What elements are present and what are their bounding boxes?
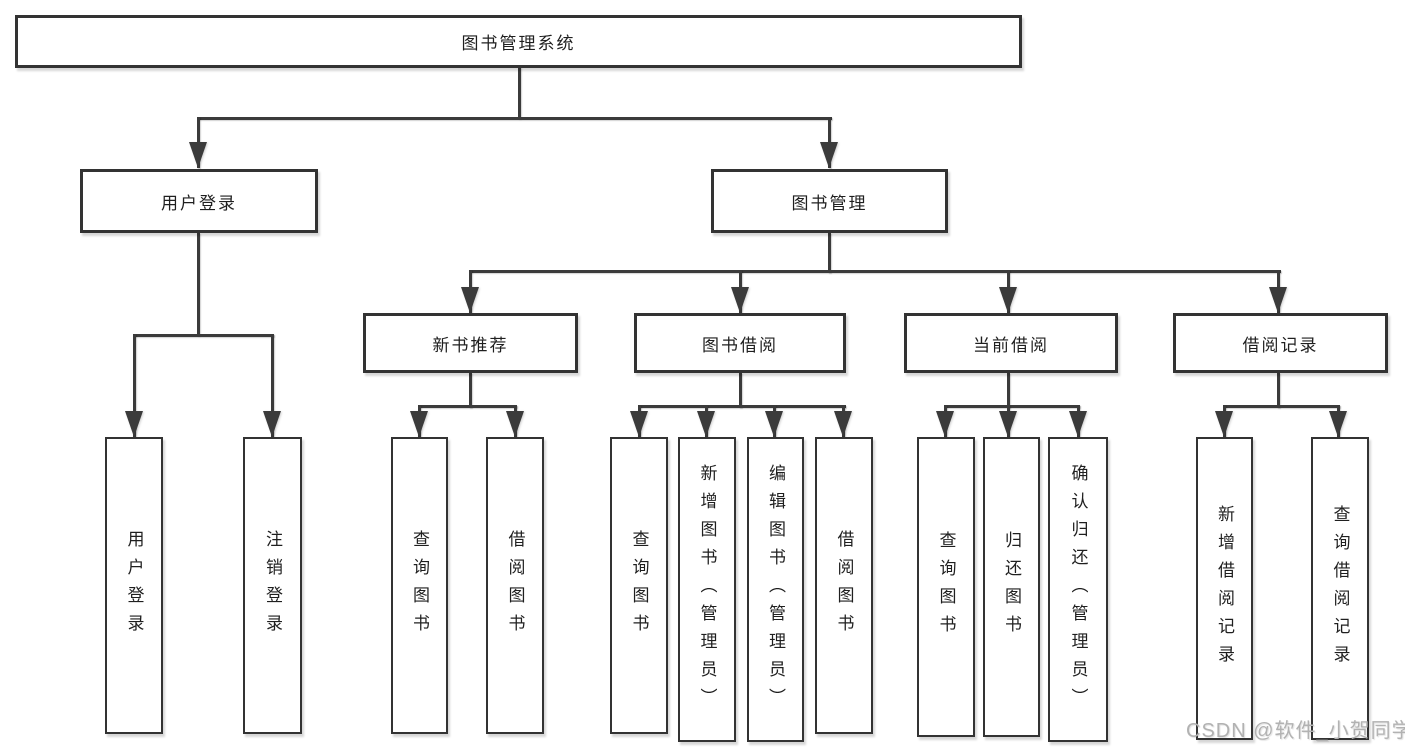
arrowhead-to-bor-query [630, 411, 648, 437]
leaf-current-confirm-return-admin: 确认归还（管理员） [1048, 437, 1108, 742]
arrowhead-to-rec-add-record [1215, 411, 1233, 437]
node-user-login-label: 用户登录 [161, 193, 237, 213]
leaf-current-confirm-return-admin-label: 确认归还（管理员） [1068, 463, 1088, 716]
connector-mgmt-split [469, 270, 1281, 273]
leaf-recommend-query-books-label: 查询图书 [410, 529, 429, 642]
leaf-borrow-borrow-books: 借阅图书 [815, 437, 873, 734]
arrowhead-to-bor-edit [765, 411, 783, 437]
arrowhead-to-bor-add [697, 411, 715, 437]
leaf-current-query-books-label: 查询图书 [936, 531, 956, 643]
arrowhead-to-leaf-user-login [125, 411, 143, 437]
connector-current-split [944, 405, 1080, 408]
node-new-book-recommend: 新书推荐 [363, 313, 578, 373]
arrowhead-to-recommend [461, 287, 479, 313]
node-system-root: 图书管理系统 [15, 15, 1022, 68]
connector-mgmt-stem [828, 233, 831, 273]
connector-recommend-stem [469, 373, 472, 408]
leaf-borrow-edit-books-admin: 编辑图书（管理员） [747, 437, 804, 742]
node-book-borrow: 图书借阅 [634, 313, 846, 373]
connector-to-leaf-user-login [133, 334, 136, 437]
leaf-recommend-borrow-books-label: 借阅图书 [505, 529, 525, 642]
node-borrow-records: 借阅记录 [1173, 313, 1388, 373]
node-book-mgmt: 图书管理 [711, 169, 948, 233]
node-current-borrow: 当前借阅 [904, 313, 1118, 373]
arrowhead-to-records [1269, 287, 1287, 313]
arrowhead-to-rec-borrow [506, 411, 524, 437]
connector-root-split [197, 117, 832, 120]
connector-recommend-split [418, 405, 517, 408]
connector-records-stem [1277, 373, 1280, 408]
leaf-borrow-borrow-books-label: 借阅图书 [834, 529, 854, 642]
csdn-watermark: CSDN @软件_小贺同学 [1186, 720, 1405, 742]
arrowhead-to-cur-query [936, 411, 954, 437]
connector-root-stem [518, 67, 521, 119]
node-current-borrow-label: 当前借阅 [973, 335, 1049, 355]
leaf-borrow-edit-books-admin-label: 编辑图书（管理员） [766, 463, 785, 716]
leaf-borrow-query-books: 查询图书 [610, 437, 668, 734]
leaf-recommend-borrow-books: 借阅图书 [486, 437, 544, 734]
connector-login-split [133, 334, 274, 337]
arrowhead-to-bor-borrow [834, 411, 852, 437]
leaf-user-login: 用户登录 [105, 437, 163, 734]
connector-to-leaf-logout [271, 334, 274, 437]
leaf-recommend-query-books: 查询图书 [391, 437, 448, 734]
leaf-current-return-books: 归还图书 [983, 437, 1040, 737]
arrowhead-to-rec-query [410, 411, 428, 437]
connector-records-split [1223, 405, 1340, 408]
leaf-records-query-record-label: 查询借阅记录 [1330, 504, 1350, 673]
node-new-book-recommend-label: 新书推荐 [432, 335, 509, 355]
leaf-current-return-books-label: 归还图书 [1002, 531, 1021, 643]
leaf-logout: 注销登录 [243, 437, 302, 734]
leaf-borrow-add-books-admin-label: 新增图书（管理员） [697, 463, 717, 716]
arrowhead-to-rec-query-record [1329, 411, 1347, 437]
arrowhead-to-leaf-logout [263, 411, 281, 437]
arrowhead-to-cur-return [999, 411, 1017, 437]
leaf-records-add-record: 新增借阅记录 [1196, 437, 1253, 740]
arrowhead-to-book-mgmt [820, 142, 838, 168]
node-book-mgmt-label: 图书管理 [791, 193, 868, 213]
leaf-borrow-query-books-label: 查询图书 [629, 529, 649, 642]
node-borrow-records-label: 借阅记录 [1242, 335, 1319, 355]
arrowhead-to-user-login [189, 142, 207, 168]
node-user-login: 用户登录 [80, 169, 318, 233]
node-book-borrow-label: 图书借阅 [702, 335, 778, 355]
connector-borrow-stem [739, 373, 742, 408]
arrowhead-to-cur-confirm [1069, 411, 1087, 437]
connector-current-stem [1007, 373, 1010, 408]
leaf-logout-label: 注销登录 [263, 529, 282, 642]
arrowhead-to-borrow [731, 287, 749, 313]
leaf-records-add-record-label: 新增借阅记录 [1215, 504, 1234, 673]
leaf-records-query-record: 查询借阅记录 [1311, 437, 1369, 740]
connector-login-stem [197, 233, 200, 336]
leaf-current-query-books: 查询图书 [917, 437, 975, 737]
node-system-root-label: 图书管理系统 [461, 34, 576, 53]
leaf-user-login-label: 用户登录 [124, 529, 144, 642]
leaf-borrow-add-books-admin: 新增图书（管理员） [678, 437, 736, 742]
arrowhead-to-current [999, 287, 1017, 313]
connector-borrow-split [638, 405, 846, 408]
